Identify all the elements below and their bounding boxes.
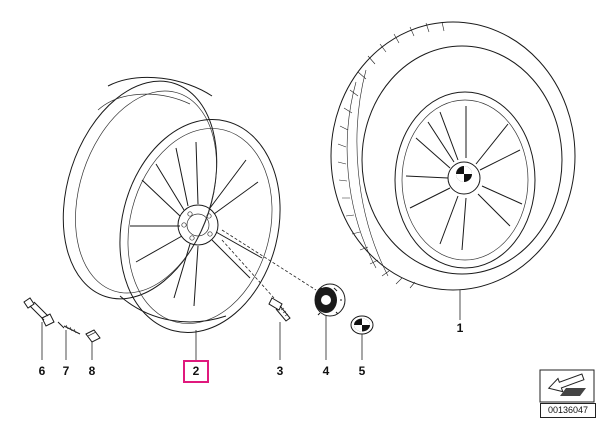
rim-front-flange xyxy=(119,119,281,333)
tread-ribs-top xyxy=(357,21,445,80)
tread-ribs-bottom xyxy=(381,270,416,289)
tread-ribs xyxy=(337,89,379,265)
rim-barrel-inner xyxy=(75,90,217,294)
valve-insert xyxy=(57,321,81,335)
rim-bolt-hole xyxy=(207,231,213,237)
rim-assembly xyxy=(62,76,281,333)
bolt-alignment-line xyxy=(221,239,275,299)
valve-insert-coils xyxy=(65,324,77,334)
rim-bolt-hole xyxy=(187,211,193,217)
valve-insert-spring xyxy=(63,325,81,335)
complete-wheel-assembly xyxy=(330,21,576,291)
nut-body xyxy=(85,329,101,343)
wheel-spoke xyxy=(415,121,455,169)
wheel-spokes xyxy=(405,106,523,251)
wheel-rim-lip xyxy=(401,99,529,261)
rim-barrel-back xyxy=(62,80,218,300)
navigation-arrow-icon xyxy=(539,369,595,403)
rim-front-lip xyxy=(127,128,273,324)
callout-2: 2 xyxy=(193,364,200,378)
rim-spoke xyxy=(173,243,199,307)
rim-bolt-hole xyxy=(189,235,195,241)
leader-lines xyxy=(41,229,461,360)
callout-5: 5 xyxy=(359,364,366,378)
wheel-bolt xyxy=(268,297,291,322)
callout-2-highlight-box xyxy=(183,360,209,383)
valve-insert-tip xyxy=(57,321,65,329)
rim-bolt-hole xyxy=(181,222,187,228)
hub-cap-emblem xyxy=(321,295,331,305)
tyre-tread xyxy=(337,21,445,289)
rim-spoke xyxy=(175,141,199,207)
valve-stem xyxy=(23,297,55,327)
tyre-sidewall xyxy=(361,45,563,275)
rim-spoke xyxy=(141,163,185,217)
rim-barrel-bottom xyxy=(119,295,227,323)
callout-labels: 1 2 3 4 5 6 7 8 xyxy=(39,321,464,383)
wheel-spoke xyxy=(439,106,467,161)
tyre-outer-edge xyxy=(330,21,576,291)
bolt-head xyxy=(268,297,283,311)
rim-bolt-hole xyxy=(206,213,212,219)
wheel-spoke xyxy=(477,185,523,227)
navigation-arrow-shadow xyxy=(560,388,586,396)
rim-barrel-top xyxy=(107,76,213,97)
callout-6: 6 xyxy=(39,364,46,378)
valve-cap-nut xyxy=(85,329,101,343)
wheel-spoke xyxy=(475,123,521,171)
tread-groove xyxy=(346,81,377,269)
nut-edge xyxy=(87,331,97,337)
navigation-arrow-shape xyxy=(547,373,585,393)
valve-base xyxy=(41,313,55,327)
roundel-emblem-quarter xyxy=(464,166,472,174)
rim-hub-center xyxy=(186,213,210,237)
callout-7: 7 xyxy=(63,364,70,378)
callout-3: 3 xyxy=(277,364,284,378)
rim-barrel-rib xyxy=(97,93,191,111)
wheel-spoke xyxy=(439,195,467,251)
hub-cap xyxy=(314,283,346,317)
emblem-badge xyxy=(350,315,374,335)
wheel-spoke xyxy=(405,175,451,209)
callout-1: 1 xyxy=(457,321,464,335)
rim-spokes xyxy=(130,141,263,307)
wheel-hub xyxy=(447,161,481,195)
rim-spoke xyxy=(211,231,263,279)
callout-8: 8 xyxy=(89,364,96,378)
rim-spoke xyxy=(209,159,259,215)
tread-groove xyxy=(356,69,389,277)
callout-4: 4 xyxy=(323,364,330,378)
reference-code: 00136047 xyxy=(540,403,596,418)
roundel-emblem-quarter xyxy=(456,174,464,182)
rim-spoke xyxy=(130,225,183,263)
cap-alignment-line xyxy=(221,229,317,291)
emblem-quarter xyxy=(362,318,370,325)
hub-cap-clips xyxy=(317,287,342,316)
wheel-rim-edge xyxy=(394,91,536,269)
emblem-quarter xyxy=(354,325,362,332)
bolt-thread xyxy=(280,307,289,317)
rim-hub-outer xyxy=(177,204,219,246)
valve-cap xyxy=(23,297,35,309)
